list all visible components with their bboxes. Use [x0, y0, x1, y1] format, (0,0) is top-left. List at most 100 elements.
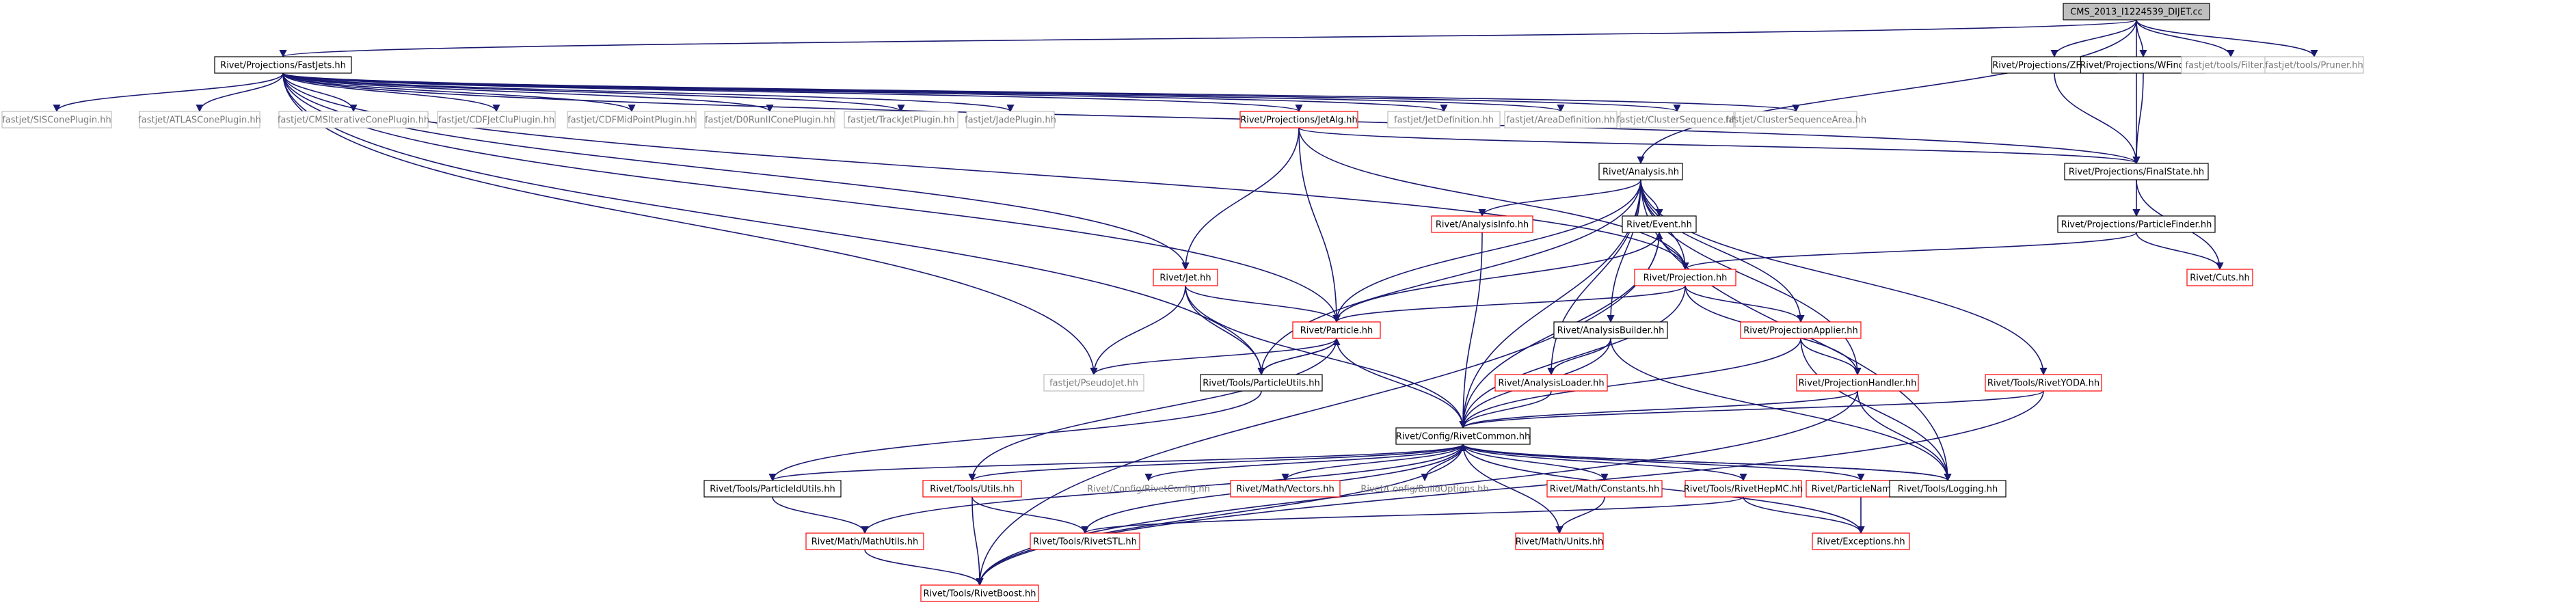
edge-fastjets-to-projection [282, 72, 1689, 271]
node-rivetcommon[interactable]: Rivet/Config/RivetCommon.hh [1395, 427, 1531, 445]
edge-rivethepmc-to-exceptions [1743, 496, 1865, 534]
node-jet-box [1153, 269, 1218, 286]
edge-particle-to-pseudojet [1090, 338, 1337, 376]
node-projapplier[interactable]: Rivet/ProjectionApplier.hh [1740, 321, 1862, 339]
node-rivetstl[interactable]: Rivet/Tools/RivetSTL.hh [1030, 532, 1140, 550]
node-constants[interactable]: Rivet/Math/Constants.hh [1546, 480, 1663, 498]
node-projapplier-label: Rivet/ProjectionApplier.hh [1743, 326, 1857, 336]
node-rivetstl-label: Rivet/Tools/RivetSTL.hh [1033, 537, 1137, 547]
edge-fastjets-to-trackjet [282, 72, 905, 113]
edge-fastjets-to-clusterseq [282, 72, 1680, 113]
edge-fastjets-to-jet [282, 72, 1190, 271]
node-event-box [1622, 215, 1697, 233]
node-cdfmid: fastjet/CDFMidPointPlugin.hh [567, 111, 697, 128]
edge-fastjets-to-pseudojet [282, 72, 1098, 376]
edge-fastjets-to-jetalg [282, 72, 1303, 113]
edge-fastjets-to-cdfjetclu [282, 72, 500, 113]
node-logging-label: Rivet/Tools/Logging.hh [1898, 485, 1998, 495]
edge-fastjets-to-clusterseqarea [282, 72, 1799, 113]
node-jet[interactable]: Rivet/Jet.hh [1153, 269, 1218, 286]
node-utils[interactable]: Rivet/Tools/Utils.hh [922, 480, 1022, 498]
node-atlascone-box [139, 111, 260, 128]
edge-rivetcommon-to-units [1462, 444, 1564, 534]
node-rivethepmc[interactable]: Rivet/Tools/RivetHepMC.hh [1684, 480, 1803, 498]
node-pseudojet: fastjet/PseudoJet.hh [1043, 374, 1144, 392]
node-cuts[interactable]: Rivet/Cuts.hh [2186, 269, 2253, 286]
node-exceptions-box [1812, 532, 1910, 550]
node-projection[interactable]: Rivet/Projection.hh [1634, 269, 1736, 286]
node-buildoptions: Rivet/Config/BuildOptions.hh [1360, 485, 1488, 495]
node-analysisloader[interactable]: Rivet/AnalysisLoader.hh [1494, 374, 1608, 392]
edge-utils-to-rivetboost [971, 496, 984, 586]
edge-rivetcommon-to-utils [968, 444, 1464, 482]
node-logging[interactable]: Rivet/Tools/Logging.hh [1889, 480, 2007, 498]
node-jet-label: Rivet/Jet.hh [1159, 273, 1211, 284]
edge-jet-to-rivetcommon [1185, 285, 1467, 429]
node-jade: fastjet/JadePlugin.hh [965, 111, 1056, 128]
edge-particle-to-utils [968, 338, 1337, 482]
node-partfinder-box [2057, 215, 2216, 233]
node-siscone-box [1, 111, 112, 128]
edge-rivetyoda-to-rivetcommon [1459, 390, 2044, 429]
node-root-label: CMS_2013_I1224539_DIJET.cc [2070, 8, 2203, 18]
edge-rivetcommon-to-rivethepmc [1462, 444, 1747, 482]
node-particleutils-box [1200, 374, 1323, 392]
node-analysisinfo[interactable]: Rivet/AnalysisInfo.hh [1431, 215, 1533, 233]
node-mathutils[interactable]: Rivet/Math/MathUtils.hh [805, 532, 924, 550]
node-utils-box [922, 480, 1022, 498]
node-clusterseqarea-label: fastjet/ClusterSequenceArea.hh [1726, 116, 1866, 126]
node-units[interactable]: Rivet/Math/Units.hh [1515, 532, 1604, 550]
edge-rivetcommon-to-constants [1462, 444, 1609, 482]
node-mathutils-label: Rivet/Math/MathUtils.hh [811, 537, 918, 547]
node-jetalg[interactable]: Rivet/Projections/JetAlg.hh [1239, 111, 1358, 128]
node-exceptions[interactable]: Rivet/Exceptions.hh [1812, 532, 1910, 550]
node-cdfjetclu-box [437, 111, 556, 128]
node-wfinder-label: Rivet/Projections/WFinder.hh [2080, 61, 2207, 71]
node-analysisbuilder[interactable]: Rivet/AnalysisBuilder.hh [1553, 321, 1668, 339]
edge-rivetcommon-to-vectors [1281, 444, 1464, 482]
edge-jet-to-particle [1185, 285, 1341, 323]
node-cdfjetclu-label: fastjet/CDFJetCluPlugin.hh [438, 116, 554, 126]
edge-constants-to-units [1555, 496, 1605, 534]
node-buildoptions-label: Rivet/Config/BuildOptions.hh [1360, 485, 1488, 495]
edge-mathutils-to-rivetboost [864, 549, 984, 586]
edge-rivetcommon-to-particlename [1462, 444, 1865, 482]
node-particleutils[interactable]: Rivet/Tools/ParticleUtils.hh [1200, 374, 1323, 392]
edge-fastjets-to-areadef [282, 72, 1564, 113]
node-particle-box [1292, 321, 1381, 339]
node-particle[interactable]: Rivet/Particle.hh [1292, 321, 1381, 339]
edge-root-to-zfinder [2050, 19, 2137, 58]
node-fastjets[interactable]: Rivet/Projections/FastJets.hh [214, 56, 352, 74]
node-pidutils[interactable]: Rivet/Tools/ParticleIdUtils.hh [703, 480, 842, 498]
edge-projapplier-to-projhandler [1800, 338, 1862, 376]
edge-jetalg-to-projection [1298, 127, 1689, 271]
node-vectors[interactable]: Rivet/Math/Vectors.hh [1230, 480, 1341, 498]
node-rivetcommon-label: Rivet/Config/RivetCommon.hh [1396, 432, 1531, 442]
node-mathutils-box [805, 532, 924, 550]
node-projhandler[interactable]: Rivet/ProjectionHandler.hh [1796, 374, 1919, 392]
edge-projapplier-to-rivetcommon [1459, 338, 1801, 429]
node-event[interactable]: Rivet/Event.hh [1622, 215, 1697, 233]
edge-root-to-pruner [2136, 19, 2318, 58]
edge-analysisbuilder-to-analysisloader [1547, 338, 1611, 376]
node-exceptions-label: Rivet/Exceptions.hh [1816, 537, 1905, 547]
edge-fastjets-to-cdfmid [282, 72, 636, 113]
node-analysis[interactable]: Rivet/Analysis.hh [1598, 163, 1683, 180]
node-rivetboost-label: Rivet/Tools/RivetBoost.hh [924, 589, 1036, 599]
node-finalstate[interactable]: Rivet/Projections/FinalState.hh [2064, 163, 2209, 180]
edge-pidutils-to-mathutils [772, 496, 869, 534]
edge-analysis-to-analysisloader [1547, 179, 1641, 376]
node-root[interactable]: CMS_2013_I1224539_DIJET.cc [2063, 3, 2210, 21]
edge-analysis-to-particleutils [1257, 179, 1641, 376]
node-trackjet-label: fastjet/TrackJetPlugin.hh [848, 116, 955, 126]
node-rivetyoda[interactable]: Rivet/Tools/RivetYODA.hh [1985, 374, 2102, 392]
edge-analysisbuilder-to-logging [1610, 338, 1952, 482]
node-rivethepmc-label: Rivet/Tools/RivetHepMC.hh [1684, 485, 1803, 495]
node-analysisinfo-label: Rivet/AnalysisInfo.hh [1436, 220, 1529, 230]
node-analysisinfo-box [1431, 215, 1533, 233]
node-rivetcommon-box [1395, 427, 1531, 445]
node-rivetboost[interactable]: Rivet/Tools/RivetBoost.hh [920, 584, 1039, 602]
edge-wfinder-to-finalstate [2132, 72, 2144, 165]
node-partfinder[interactable]: Rivet/Projections/ParticleFinder.hh [2057, 215, 2216, 233]
